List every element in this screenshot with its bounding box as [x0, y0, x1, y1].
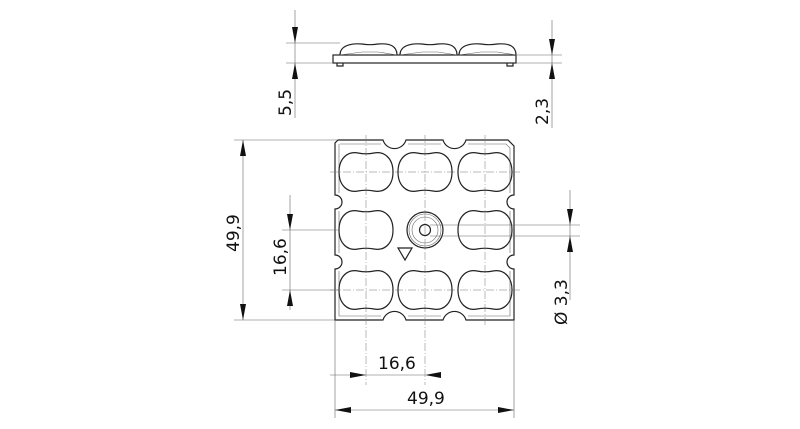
side-base-plate [332, 54, 517, 64]
center-hole [406, 211, 444, 249]
dim-hole-diameter: Ø 3,3 [430, 190, 580, 325]
dim-label: 49,9 [224, 214, 244, 252]
center-lines [330, 135, 520, 385]
lens-array [338, 152, 513, 310]
dim-label: 5,5 [276, 89, 296, 116]
dim-label: Ø 3,3 [552, 279, 572, 325]
dim-label: 49,9 [407, 389, 445, 409]
side-feet [336, 63, 514, 67]
orientation-triangle-icon [396, 247, 414, 262]
dim-label: 16,6 [378, 354, 416, 374]
plate-outline [334, 139, 515, 321]
side-lenses [339, 43, 517, 56]
dim-side-base-height: 2,3 [516, 20, 562, 128]
side-view: 5,5 2,3 [276, 10, 562, 128]
dim-front-width: 49,9 [334, 320, 515, 418]
front-view [330, 135, 520, 385]
dim-front-height: 49,9 [224, 139, 338, 321]
dim-front-pitch-horizontal: 16,6 [330, 354, 441, 378]
dim-front-pitch-vertical: 16,6 [271, 195, 340, 310]
dim-side-total-height: 5,5 [276, 10, 340, 118]
dim-label: 16,6 [271, 238, 291, 276]
dim-label: 2,3 [533, 98, 553, 125]
